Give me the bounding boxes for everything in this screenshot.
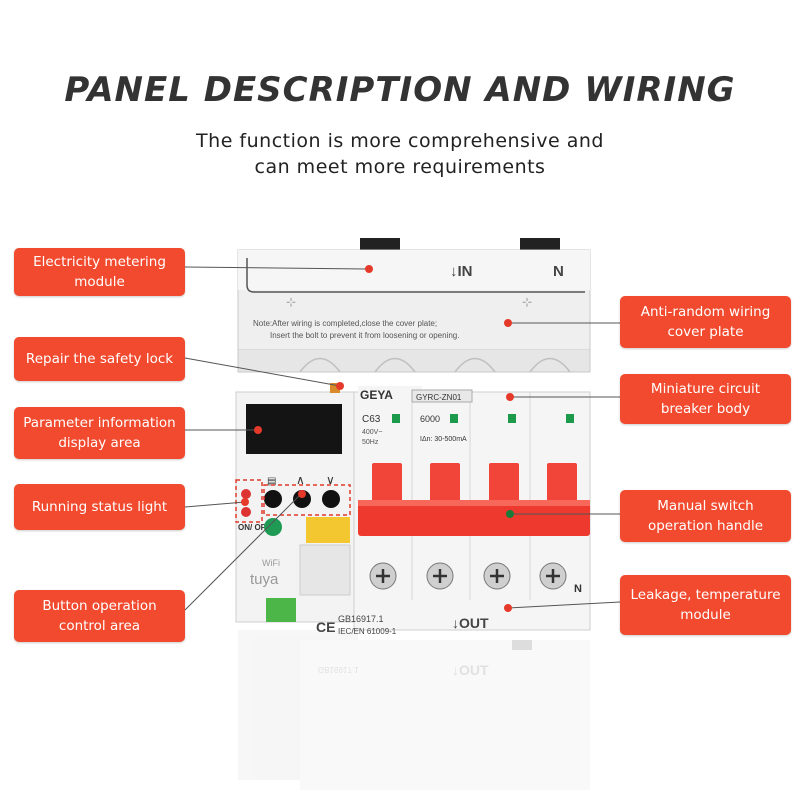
label-safety-lock: Repair the safety lock: [14, 337, 185, 381]
out-label: ↓OUT: [452, 615, 489, 631]
svg-text:∨: ∨: [326, 473, 335, 487]
rating-text: C63: [362, 414, 381, 425]
ce-mark: CE: [316, 619, 335, 635]
tuya-text: tuya: [250, 571, 279, 588]
callout-dots: [241, 265, 514, 612]
std1-text: GB16917.1: [338, 614, 384, 624]
subtitle-line-1: The function is more comprehensive and: [196, 130, 604, 152]
page-title: PANEL DESCRIPTION AND WIRING: [64, 70, 736, 110]
svg-text:⊹: ⊹: [522, 295, 532, 309]
device-reflection: GB16917.1 ↓OUT: [238, 630, 590, 790]
model-text: GYRC-ZN01: [416, 393, 462, 402]
label-status-light: Running status light: [14, 484, 185, 530]
wifi-text: WiFi: [262, 558, 280, 568]
reflection-out: ↓OUT: [452, 662, 489, 678]
std2-text: IEC/EN 61009-1: [338, 627, 397, 636]
reflection-std1: GB16917.1: [318, 665, 359, 674]
onoff-text: ON/ OFF: [238, 523, 271, 532]
cover-note-1: Note:After wiring is completed,close the…: [253, 319, 437, 328]
callout-lines: [184, 266, 621, 611]
in-label: ↓IN: [450, 263, 473, 280]
svg-text:▤: ▤: [267, 476, 276, 487]
capacity-text: 6000: [420, 414, 440, 424]
svg-text:⊹: ⊹: [286, 295, 296, 309]
svg-text:∧: ∧: [296, 473, 305, 487]
n-label-bottom: N: [574, 583, 582, 595]
subtitle-line-2: can meet more requirements: [254, 156, 546, 178]
freq-text: 50Hz: [362, 439, 379, 446]
cover-note-2: Insert the bolt to prevent it from loose…: [270, 331, 459, 340]
voltage-text: 400V~: [362, 429, 382, 436]
n-label-top: N: [553, 263, 564, 280]
brand-text: GEYA: [360, 388, 393, 402]
leak-text: IΔn: 30-500mA: [420, 436, 467, 443]
